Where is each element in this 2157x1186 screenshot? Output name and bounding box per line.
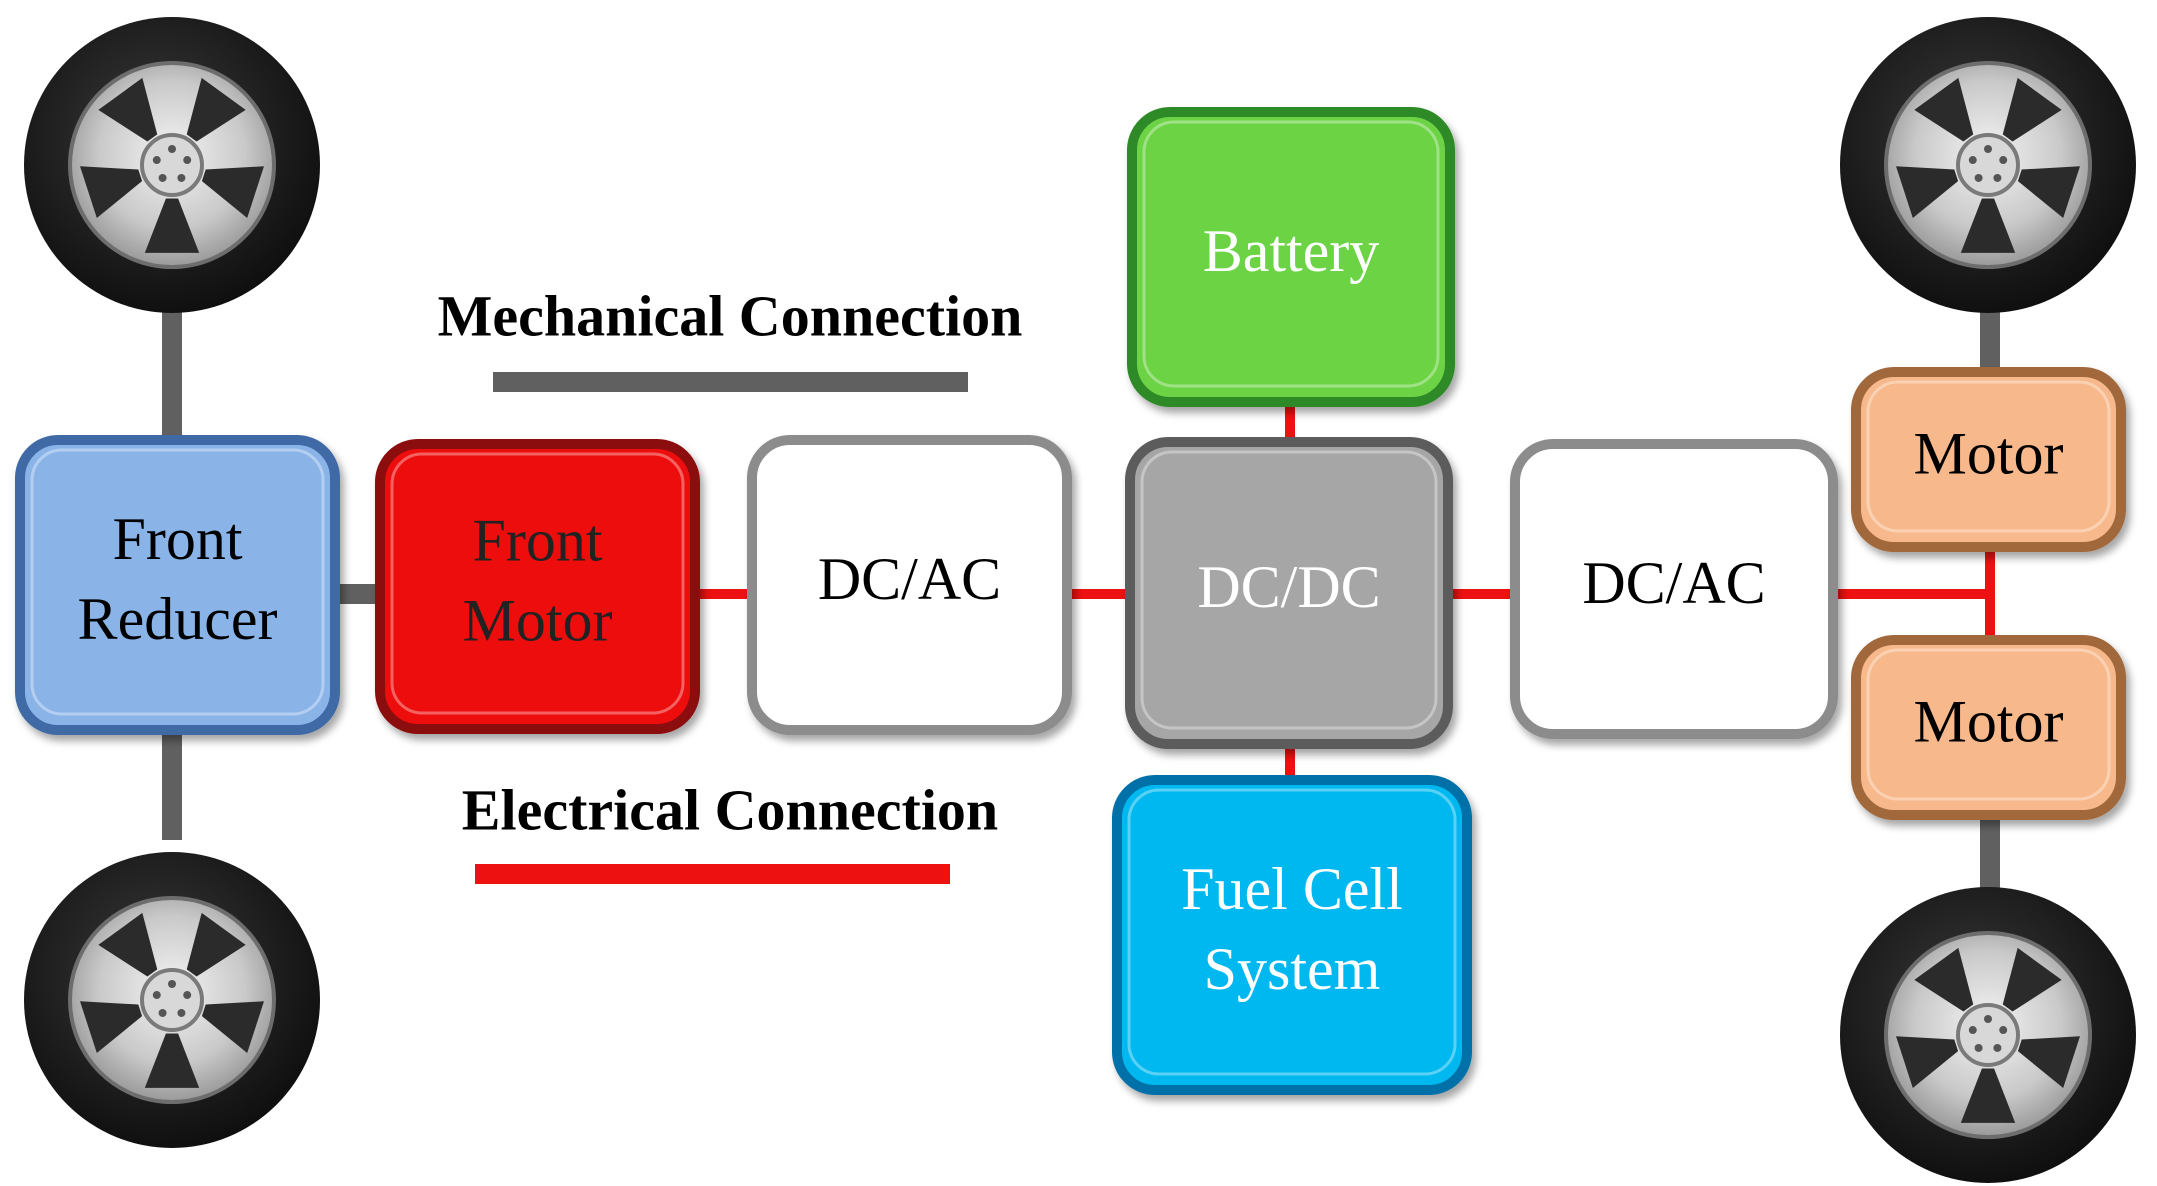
wheel-spoke-gap	[1914, 77, 1974, 142]
wheel-hub	[1956, 133, 2020, 197]
wheel-bolt	[168, 145, 176, 153]
wheel-bolt	[1999, 1026, 2008, 1035]
wheel-icon	[24, 17, 320, 313]
wheel-icon	[1840, 17, 2136, 313]
wheel-spoke-gap	[1960, 198, 2016, 253]
block-box-dcac-right	[1510, 439, 1838, 739]
wheel-bolt	[1993, 173, 2002, 182]
wheel-bolt	[1974, 173, 1983, 182]
wheel-spoke-gap	[186, 912, 246, 977]
block-label-rear-motor-bottom-0: Motor	[1914, 688, 2064, 754]
block-box-fuel-cell	[1112, 775, 1472, 1095]
wheel-spoke-gap	[80, 166, 143, 219]
wheel-icon	[24, 852, 320, 1148]
block-battery: Battery	[1127, 107, 1455, 407]
block-dcdc: DC/DC	[1125, 437, 1453, 749]
block-bevel-front-motor	[390, 452, 685, 715]
legend-mechanical-label: Mechanical Connection	[438, 283, 1023, 348]
wheel-bolt	[1968, 1026, 1977, 1035]
wheel-bolt	[152, 156, 161, 165]
block-label-front-reducer-0: Front	[112, 506, 242, 572]
wheel-spoke-gap	[2002, 77, 2062, 142]
wheel-bolt	[183, 156, 192, 165]
legend-electrical-swatch	[475, 864, 950, 884]
electrical-connections	[695, 395, 1995, 780]
block-box-front-motor	[375, 439, 700, 734]
block-rear-motor-top: Motor	[1851, 367, 2126, 552]
block-bevel-dcdc	[1140, 450, 1438, 730]
block-box-battery	[1127, 107, 1455, 407]
wheel-bolt	[1999, 156, 2008, 165]
component-blocks: FrontReducerFrontMotorDC/ACBatteryDC/DCF…	[15, 107, 2126, 1095]
wheel-bolt	[158, 173, 167, 182]
wheel-bolt	[183, 991, 192, 1000]
wheel-spoke-gap	[201, 166, 264, 219]
wheel-spoke-gap	[1896, 1036, 1959, 1089]
block-dcac-right: DC/AC	[1510, 439, 1838, 739]
block-box-front-reducer	[15, 435, 340, 735]
block-label-battery-0: Battery	[1203, 218, 1380, 284]
wheel-spoke-gap	[201, 1001, 264, 1054]
wheel-bolt	[1968, 156, 1977, 165]
wheel-bolt	[168, 980, 176, 988]
block-box-rear-motor-top	[1851, 367, 2126, 552]
block-label-front-reducer-1: Reducer	[78, 586, 278, 652]
wheel-bolt	[177, 1008, 186, 1017]
wheel-hub	[140, 968, 204, 1032]
block-bevel-rear-motor-top	[1866, 380, 2111, 533]
block-label-dcdc-0: DC/DC	[1197, 554, 1380, 620]
wheel-bolt	[1984, 1015, 1992, 1023]
block-label-rear-motor-top-0: Motor	[1914, 420, 2064, 486]
block-label-dcac-right-0: DC/AC	[1582, 550, 1765, 616]
wheel-spoke-gap	[2017, 166, 2080, 219]
block-rear-motor-bottom: Motor	[1851, 635, 2126, 820]
block-label-front-motor-0: Front	[472, 507, 602, 573]
block-bevel-rear-motor-bottom	[1866, 648, 2111, 801]
block-bevel-front-reducer	[30, 448, 325, 716]
block-bevel-dcac-left	[762, 448, 1057, 716]
block-box-dcac-left	[747, 435, 1072, 735]
block-label-fuel-cell-1: System	[1204, 936, 1381, 1002]
block-label-fuel-cell-0: Fuel Cell	[1181, 856, 1403, 922]
block-box-dcdc	[1125, 437, 1453, 749]
wheel-spoke-gap	[144, 198, 200, 253]
wheel-spoke-gap	[80, 1001, 143, 1054]
wheel-bolt	[158, 1008, 167, 1017]
wheel-spoke-gap	[2002, 947, 2062, 1012]
wheel-spoke-gap	[1960, 1068, 2016, 1123]
wheel-hub	[1956, 1003, 2020, 1067]
wheel-spoke-gap	[98, 77, 158, 142]
block-bevel-fuel-cell	[1127, 788, 1457, 1076]
wheel-bolt	[1974, 1043, 1983, 1052]
wheel-bolt	[1993, 1043, 2002, 1052]
block-bevel-dcac-right	[1525, 452, 1823, 720]
wheel-spoke-gap	[2017, 1036, 2080, 1089]
wheel-icon	[1840, 887, 2136, 1183]
legend: Mechanical Connection Electrical Connect…	[438, 283, 1023, 884]
wheel-bolt	[152, 991, 161, 1000]
wheel-spoke-gap	[98, 912, 158, 977]
block-dcac-left: DC/AC	[747, 435, 1072, 735]
wheel-hub	[140, 133, 204, 197]
wheel-bolt	[1984, 145, 1992, 153]
wheels	[24, 17, 2136, 1183]
block-box-rear-motor-bottom	[1851, 635, 2126, 820]
legend-electrical-label: Electrical Connection	[462, 777, 998, 842]
block-label-front-motor-1: Motor	[463, 587, 613, 653]
wheel-spoke-gap	[144, 1033, 200, 1088]
block-bevel-battery	[1142, 120, 1440, 388]
wheel-bolt	[177, 173, 186, 182]
wheel-spoke-gap	[1896, 166, 1959, 219]
block-label-dcac-left-0: DC/AC	[818, 546, 1001, 612]
wheel-spoke-gap	[186, 77, 246, 142]
legend-mechanical-swatch	[493, 372, 968, 392]
wheel-spoke-gap	[1914, 947, 1974, 1012]
